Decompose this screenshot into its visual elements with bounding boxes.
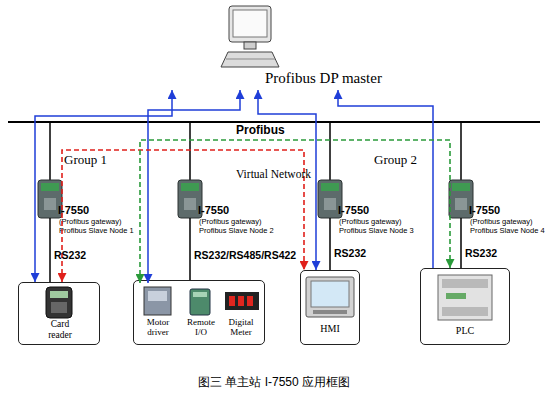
module-port [455,198,467,210]
interface-label: RS232/RS485/RS422 [194,249,296,261]
node-title: Profibus DP master [265,70,382,87]
figure-caption: 图三 单主站 I-7550 应用框图 [0,376,548,390]
device-model: I-7550 [338,204,369,217]
device-role: (Profibus gateway) [199,218,262,227]
gateway-wire [189,218,191,240]
device-box: HMI [300,270,360,345]
plc-icon [438,275,492,320]
motor-driver-icon [144,287,171,315]
data-arrow [35,90,172,282]
reader-keypad [51,302,67,313]
driver-panel [148,291,167,301]
bus-drop [460,122,462,180]
remote-io-icon [190,289,210,315]
module-strip [181,183,199,191]
device-label: Motor driver [136,317,180,338]
module-port [44,198,56,210]
reader-screen [50,291,68,298]
virtual-link [62,150,304,282]
data-arrow [258,90,316,270]
network-name: Virtual Network [236,168,311,181]
module-strip [452,183,470,191]
meter-digit [229,296,235,306]
driver-body [144,287,171,315]
device-group-box: Motor driverRemote I/ODigital Meter [133,280,265,345]
device-model: I-7550 [198,204,229,217]
virtual-link [140,140,450,283]
meter-digit [247,296,253,306]
gateway-node: I-7550(Profibus gateway)Profibus Slave N… [36,176,136,240]
interface-label: RS232 [334,247,366,259]
interface-label: RS232 [54,249,86,261]
gateway-wire [329,218,331,240]
data-arrow [338,90,433,268]
bus-drop [189,122,191,180]
keyboard-keys [226,59,275,60]
meter-digit [238,296,244,306]
node-name: Profibus Slave Node 2 [199,227,274,236]
serial-wire [189,240,191,280]
monitor-stand [244,42,256,49]
plc-terminals [442,279,488,288]
device-label: HMI [301,323,359,335]
device-model: I-7550 [469,204,500,217]
device-label: Remote I/O [182,317,220,338]
reader-body [46,287,72,318]
module-port [184,198,196,210]
serial-wire [49,240,51,282]
module-strip [41,183,59,191]
device-box: PLC [420,268,510,345]
hmi-screen [311,281,349,307]
device-box: Card reader [18,282,100,345]
io-body [190,289,210,315]
digital-meter-icon [225,292,259,310]
module-port [324,198,336,210]
keyboard [221,52,279,67]
device-role: (Profibus gateway) [470,218,533,227]
data-arrow [148,90,240,283]
device-label: PLC [421,325,509,337]
meter-body [225,292,259,310]
gateway-node: I-7550(Profibus gateway)Profibus Slave N… [316,176,416,240]
node-name: Profibus Slave Node 1 [59,227,134,236]
bus-drop [49,122,51,180]
device-node: Digital Meter [221,283,261,342]
hmi-buttons [313,310,347,314]
gateway-wire [460,218,462,240]
bus-drop [329,122,331,180]
gateway-node: I-7550(Profibus gateway)Profibus Slave N… [447,176,547,240]
plc-terminals [442,307,488,316]
plc-leds [446,293,466,299]
monitor [229,6,271,42]
device-role: (Profibus gateway) [59,218,122,227]
master-node: Profibus DP master [165,2,400,90]
profibus-bus [8,121,540,123]
device-node: Motor driver [136,283,180,342]
serial-wire [460,240,462,268]
module-strip [321,183,339,191]
node-name: Profibus Slave Node 3 [339,227,414,236]
device-model: I-7550 [58,204,89,217]
monitor-screen [233,10,267,37]
group-name: Group 2 [374,153,417,168]
gateway-wire [49,218,51,240]
plc-body [438,275,492,320]
device-label: Digital Meter [221,317,261,338]
computer-icon [221,6,279,67]
group-name: Group 1 [64,153,107,168]
bus-name: Profibus [236,124,285,138]
node-name: Profibus Slave Node 4 [470,227,545,236]
gateway-node: I-7550(Profibus gateway)Profibus Slave N… [176,176,276,240]
hmi-icon [306,277,354,317]
hmi-frame [306,277,354,317]
device-label: Card reader [40,319,80,341]
interface-label: RS232 [465,247,497,259]
io-strip [193,292,207,297]
serial-wire [329,240,331,270]
card-reader-icon [46,287,72,318]
device-role: (Profibus gateway) [339,218,402,227]
device-node: Remote I/O [182,283,220,342]
